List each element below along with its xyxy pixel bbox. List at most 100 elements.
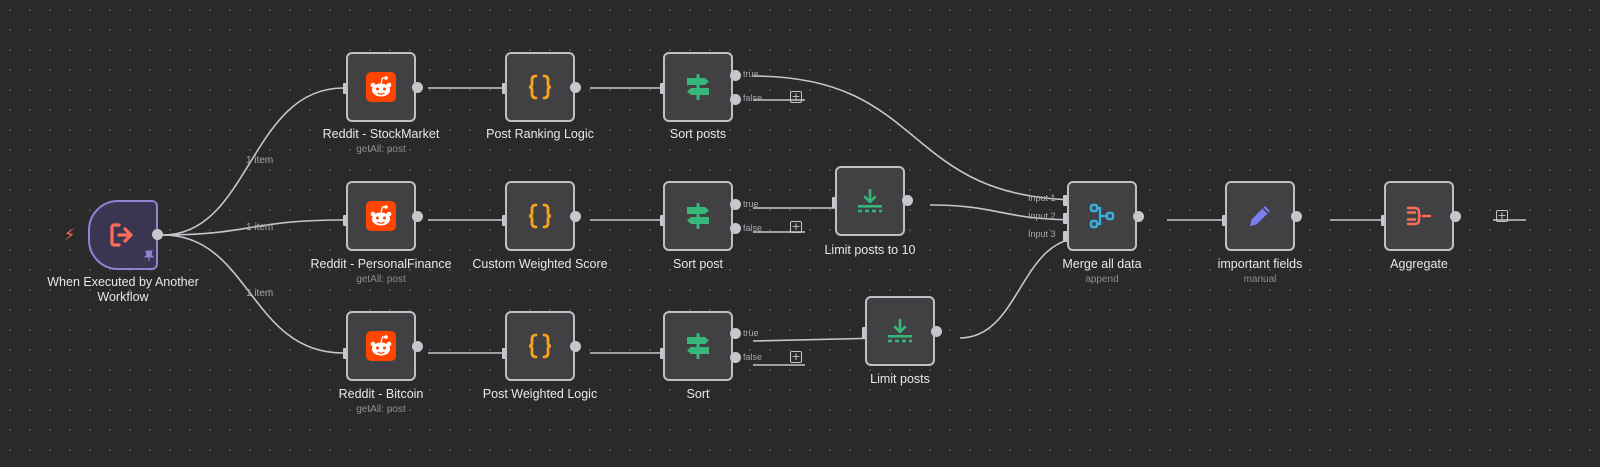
if1-false-port[interactable] (730, 94, 741, 105)
if3-false-label: false (743, 352, 763, 362)
if3-true-label: true (743, 328, 759, 338)
node-sort-posts[interactable] (663, 52, 733, 122)
edge-limit2-merge (959, 237, 1083, 339)
limit-icon (858, 188, 882, 213)
node-post-weighted-logic-label: Post Weighted Logic (482, 387, 598, 401)
set-output-port[interactable] (1291, 211, 1302, 222)
signpost-icon (687, 203, 709, 229)
trigger-output-port[interactable] (152, 229, 163, 240)
limit1-input-port[interactable] (832, 197, 837, 208)
node-limit-posts-to-10[interactable] (835, 166, 905, 236)
node-sort-post-label: Sort post (672, 257, 724, 271)
merge-icon (1089, 203, 1115, 229)
reddit-btc-input-port[interactable] (343, 348, 348, 359)
signpost-icon (687, 74, 709, 100)
node-reddit-stockmarket-label: Reddit - StockMarket (322, 127, 440, 141)
merge-input-2-port[interactable] (1063, 213, 1068, 224)
add-node-button[interactable]: + (1496, 209, 1508, 222)
edge-trigger-stock (162, 87, 344, 236)
merge-output-port[interactable] (1133, 211, 1144, 222)
limit2-input-port[interactable] (862, 327, 867, 338)
reddit-pf-output-port[interactable] (412, 211, 423, 222)
reddit-icon (366, 331, 396, 361)
if3-false-port[interactable] (730, 352, 741, 363)
node-merge-all-data-sub: append (1085, 274, 1119, 285)
reddit-btc-output-port[interactable] (412, 341, 423, 352)
merge-input-1-port[interactable] (1063, 195, 1068, 206)
add-node-button[interactable]: + (790, 220, 802, 233)
node-important-fields[interactable] (1225, 181, 1295, 251)
code-braces-icon (528, 74, 552, 100)
add-node-button[interactable]: + (790, 90, 802, 103)
merge-input-1-label: Input 1 (1028, 193, 1056, 203)
limit-icon (888, 318, 912, 343)
node-reddit-personalfinance[interactable] (346, 181, 416, 251)
pin-icon (144, 250, 154, 261)
node-post-weighted-logic[interactable] (505, 311, 575, 381)
node-aggregate[interactable] (1384, 181, 1454, 251)
node-trigger[interactable] (88, 200, 158, 270)
node-post-ranking-logic[interactable] (505, 52, 575, 122)
code-braces-icon (528, 203, 552, 229)
code1-output-port[interactable] (570, 82, 581, 93)
edge-trigger-btc (162, 234, 344, 354)
lightning-icon: ⚡ (64, 227, 76, 244)
code1-input-port[interactable] (502, 83, 507, 94)
node-important-fields-sub: manual (1243, 274, 1277, 285)
aggregate-input-port[interactable] (1381, 215, 1386, 226)
if1-true-label: true (743, 69, 759, 79)
if3-true-port[interactable] (730, 328, 741, 339)
merge-input-2-label: Input 2 (1028, 211, 1056, 221)
limit1-output-port[interactable] (902, 195, 913, 206)
node-sort-posts-label: Sort posts (669, 127, 727, 141)
node-trigger-label: When Executed by Another Workflow (47, 275, 199, 304)
reddit-pf-input-port[interactable] (343, 215, 348, 226)
if1-input-port[interactable] (660, 83, 665, 94)
set-input-port[interactable] (1222, 215, 1227, 226)
if2-true-port[interactable] (730, 199, 741, 210)
aggregate-output-port[interactable] (1450, 211, 1461, 222)
pencil-icon (1250, 206, 1270, 226)
merge-input-3-port[interactable] (1063, 231, 1068, 242)
node-reddit-stockmarket-sub: getAll: post (356, 144, 406, 155)
reddit-stock-output-port[interactable] (412, 82, 423, 93)
edge-limit1-merge (929, 204, 1083, 221)
node-important-fields-label: important fields (1217, 257, 1303, 271)
node-sort[interactable] (663, 311, 733, 381)
node-merge-all-data[interactable] (1067, 181, 1137, 251)
edge-label-btc: 1 item (246, 288, 274, 299)
node-sort-post[interactable] (663, 181, 733, 251)
if2-false-port[interactable] (730, 223, 741, 234)
code3-input-port[interactable] (502, 348, 507, 359)
node-limit-posts[interactable] (865, 296, 935, 366)
node-custom-weighted-score[interactable] (505, 181, 575, 251)
reddit-icon (366, 201, 396, 231)
node-reddit-stockmarket[interactable] (346, 52, 416, 122)
node-reddit-personalfinance-sub: getAll: post (356, 274, 406, 285)
node-sort-label: Sort (686, 387, 710, 401)
reddit-icon (366, 72, 396, 102)
if1-true-port[interactable] (730, 70, 741, 81)
edge-label-stock: 1 item (246, 155, 274, 166)
add-node-button[interactable]: + (790, 350, 802, 363)
if3-input-port[interactable] (660, 348, 665, 359)
node-merge-all-data-label: Merge all data (1062, 257, 1142, 271)
node-limit-posts-to-10-label: Limit posts to 10 (824, 243, 916, 257)
code-braces-icon (528, 333, 552, 359)
if2-input-port[interactable] (660, 215, 665, 226)
edge-if3-limit2 (752, 337, 883, 342)
code2-input-port[interactable] (502, 215, 507, 226)
code2-output-port[interactable] (570, 211, 581, 222)
aggregate-icon (1406, 206, 1432, 226)
code3-output-port[interactable] (570, 341, 581, 352)
node-post-ranking-logic-label: Post Ranking Logic (486, 127, 594, 141)
node-limit-posts-label: Limit posts (870, 372, 930, 386)
edge-trigger-pf (162, 219, 344, 236)
node-reddit-bitcoin[interactable] (346, 311, 416, 381)
limit2-output-port[interactable] (931, 326, 942, 337)
if1-false-label: false (743, 93, 763, 103)
if2-true-label: true (743, 199, 759, 209)
merge-input-3-label: Input 3 (1028, 229, 1056, 239)
reddit-stock-input-port[interactable] (343, 83, 348, 94)
